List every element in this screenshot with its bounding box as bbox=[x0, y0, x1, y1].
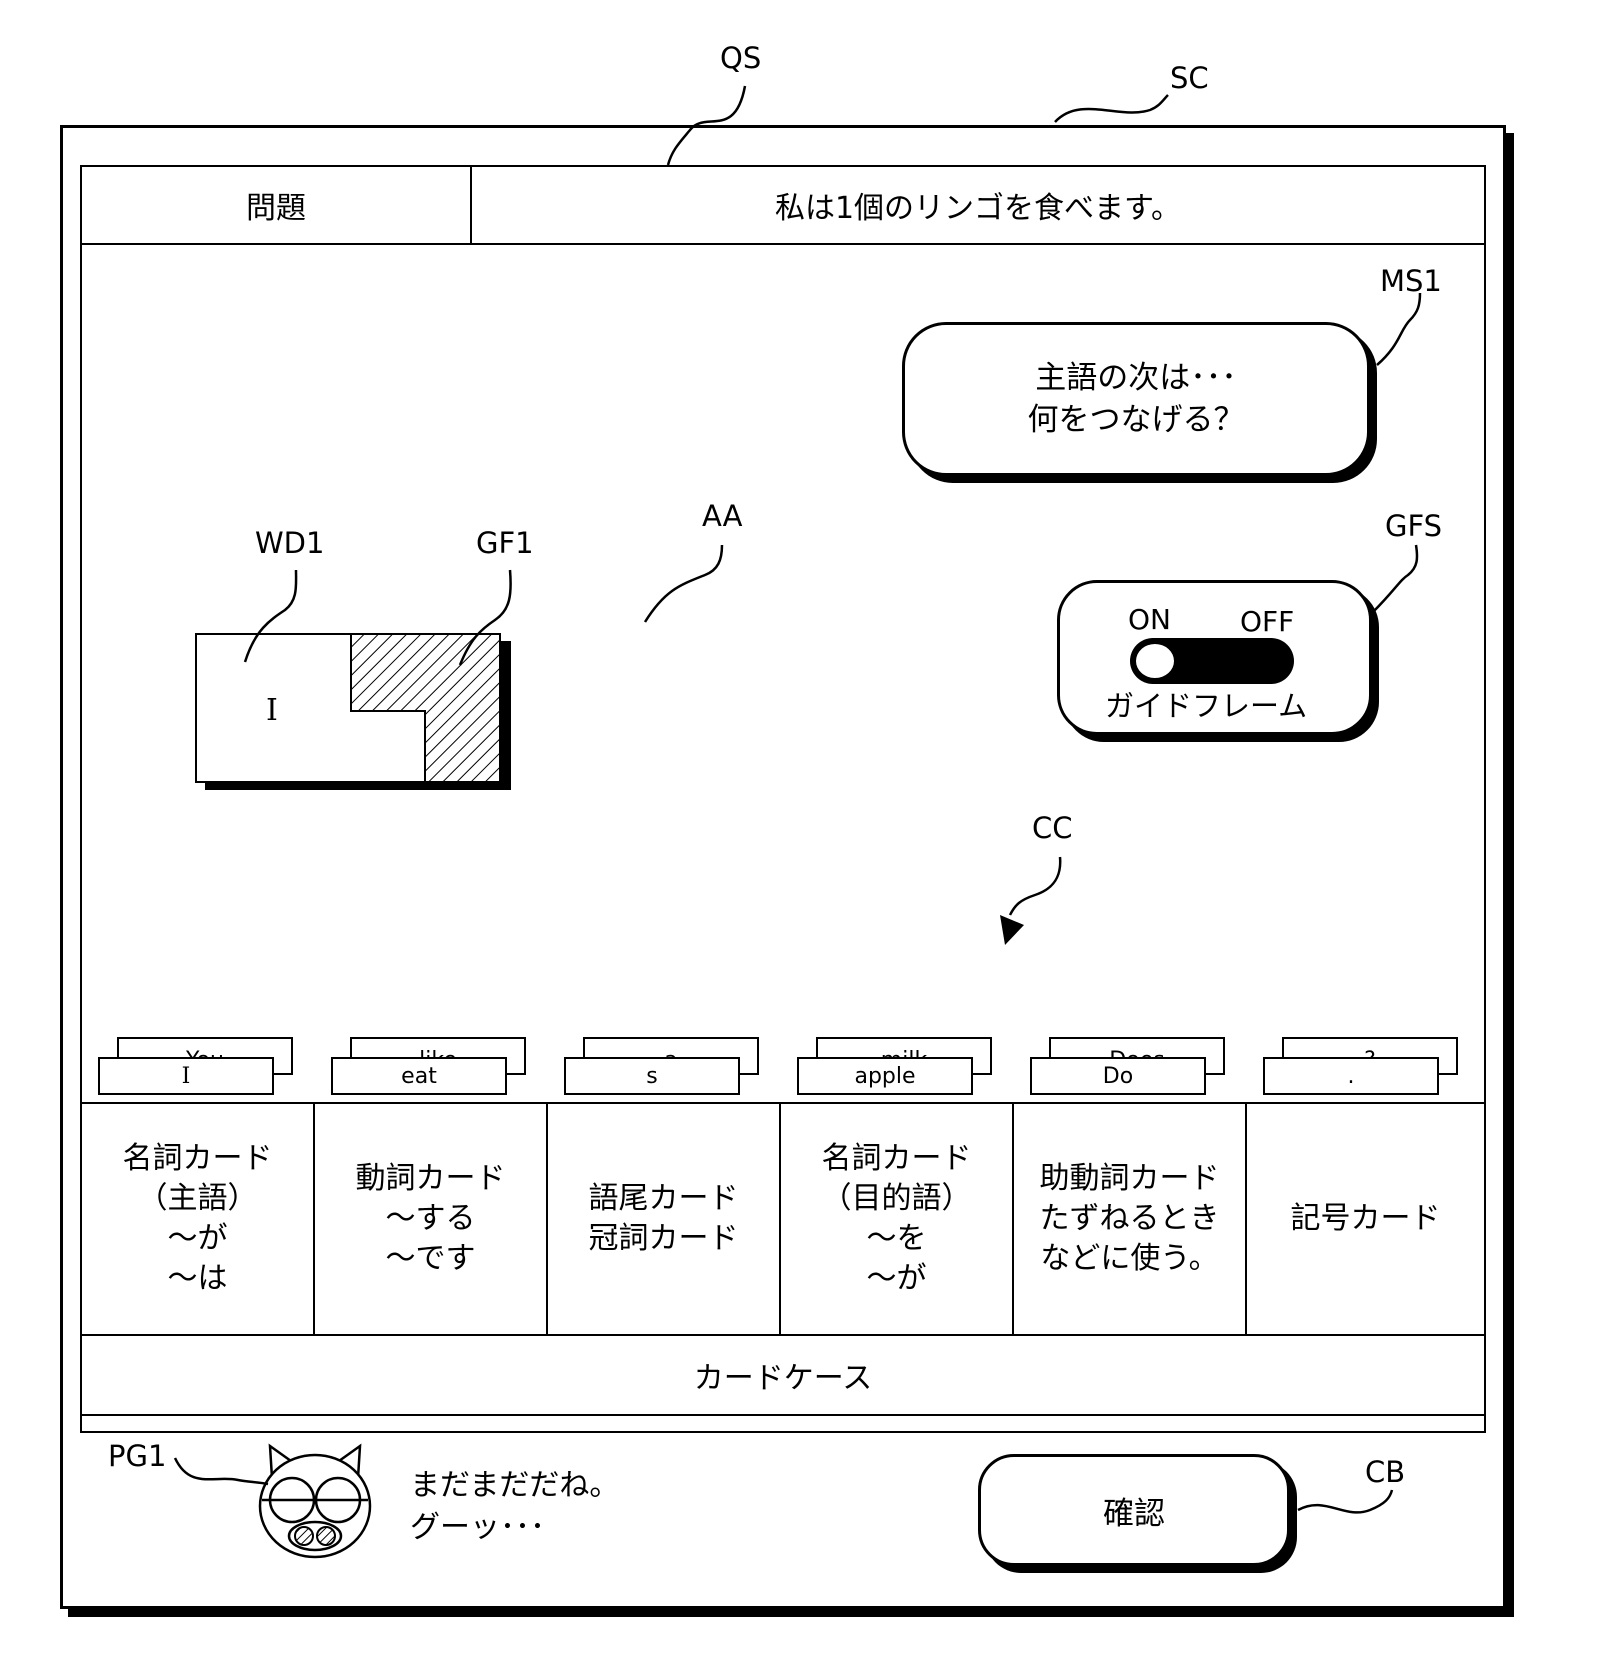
slot-line: 名詞カード bbox=[821, 1141, 972, 1176]
slot-line: 助動詞カード bbox=[1039, 1161, 1220, 1196]
card-front-do[interactable]: Do bbox=[1030, 1057, 1206, 1095]
switch-off-label: OFF bbox=[1240, 605, 1295, 638]
ref-label-gf1: GF1 bbox=[476, 526, 534, 560]
card-front-i[interactable]: I bbox=[98, 1057, 274, 1095]
slot-line: 冠詞カード bbox=[588, 1221, 739, 1256]
slot-line: などに使う。 bbox=[1040, 1241, 1219, 1276]
word-card-text: I bbox=[266, 693, 278, 728]
ref-label-cb: CB bbox=[1365, 1455, 1406, 1489]
slot-line: ～を bbox=[866, 1221, 927, 1256]
ref-label-qs: QS bbox=[720, 41, 762, 75]
ref-label-gfs: GFS bbox=[1385, 509, 1443, 543]
slot-line: ～が bbox=[866, 1261, 927, 1296]
slot-line: ～です bbox=[385, 1241, 476, 1276]
slot-line: 語尾カード bbox=[588, 1181, 739, 1216]
slot-line: ～する bbox=[385, 1201, 476, 1236]
character-message-line-2: グーッ･･･ bbox=[410, 1510, 545, 1545]
ref-label-pg1: PG1 bbox=[108, 1439, 167, 1473]
card-front-s[interactable]: s bbox=[564, 1057, 740, 1095]
ref-label-sc: SC bbox=[1170, 61, 1209, 95]
confirm-button[interactable]: 確認 bbox=[978, 1454, 1290, 1566]
card-slot-noun-object[interactable]: 名詞カード （目的語） ～を ～が bbox=[779, 1102, 1014, 1336]
card-slot-verb[interactable]: 動詞カード ～する ～です bbox=[313, 1102, 548, 1336]
character-message-line-1: まだまだだね。 bbox=[410, 1468, 620, 1503]
slot-line: ～が bbox=[167, 1221, 228, 1256]
switch-on-label: ON bbox=[1128, 603, 1171, 636]
ref-label-wd1: WD1 bbox=[255, 526, 325, 560]
word-card-with-guide-frame[interactable] bbox=[195, 633, 512, 791]
slot-line: ～は bbox=[167, 1261, 228, 1296]
slot-line: （主語） bbox=[137, 1181, 258, 1216]
card-front-period[interactable]: . bbox=[1263, 1057, 1439, 1095]
toggle-knob[interactable] bbox=[1134, 642, 1176, 680]
card-slot-auxiliary[interactable]: 助動詞カード たずねるとき などに使う。 bbox=[1012, 1102, 1247, 1336]
slot-line: 名詞カード bbox=[122, 1141, 273, 1176]
card-front-apple[interactable]: apple bbox=[797, 1057, 973, 1095]
answer-area[interactable] bbox=[80, 243, 1486, 1433]
guide-frame-caption: ガイドフレーム bbox=[1105, 689, 1308, 723]
hint-line-1: 主語の次は･･･ bbox=[1035, 360, 1237, 396]
slot-line: たずねるとき bbox=[1039, 1201, 1220, 1236]
character-message: まだまだだね。 グーッ･･･ bbox=[410, 1465, 619, 1549]
card-case-label: カードケース bbox=[80, 1334, 1486, 1416]
ref-label-cc: CC bbox=[1032, 811, 1073, 845]
ref-label-aa: AA bbox=[702, 499, 743, 533]
slot-line: 動詞カード bbox=[355, 1161, 506, 1196]
card-slot-noun-subject[interactable]: 名詞カード （主語） ～が ～は bbox=[80, 1102, 315, 1336]
card-slot-symbol[interactable]: 記号カード bbox=[1245, 1102, 1486, 1336]
hint-message-bubble: 主語の次は･･･ 何をつなげる？ bbox=[902, 322, 1370, 476]
character-icon bbox=[258, 1443, 372, 1559]
card-front-eat[interactable]: eat bbox=[331, 1057, 507, 1095]
slot-line: （目的語） bbox=[821, 1181, 972, 1216]
ref-label-ms1: MS1 bbox=[1380, 264, 1442, 298]
hint-line-2: 何をつなげる？ bbox=[1027, 402, 1245, 438]
slot-line: 記号カード bbox=[1290, 1201, 1441, 1236]
card-slot-suffix-article[interactable]: 語尾カード 冠詞カード bbox=[546, 1102, 781, 1336]
